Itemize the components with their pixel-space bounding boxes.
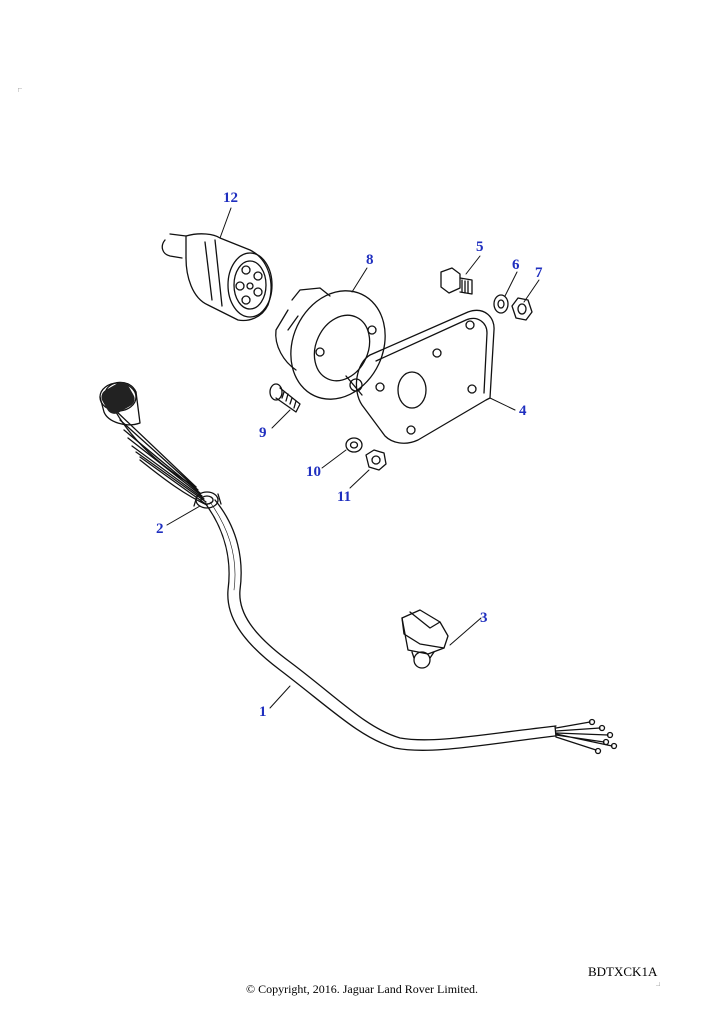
mounting-plate xyxy=(355,309,495,444)
corner-mark-bottom-right xyxy=(656,982,660,986)
callout-1[interactable]: 1 xyxy=(259,704,267,720)
nut xyxy=(511,297,533,321)
small-nut xyxy=(365,449,387,471)
copyright-notice: © Copyright, 2016. Jaguar Land Rover Lim… xyxy=(245,982,479,996)
corner-mark-top-left xyxy=(18,88,22,92)
small-washer xyxy=(345,437,363,453)
leader-lines xyxy=(166,207,540,709)
callout-10[interactable]: 10 xyxy=(306,464,321,480)
socket-connector xyxy=(161,233,273,322)
callout-8[interactable]: 8 xyxy=(366,252,374,268)
callout-12[interactable]: 12 xyxy=(223,190,238,206)
callout-2[interactable]: 2 xyxy=(156,521,164,537)
cable-clip xyxy=(401,609,449,669)
callout-5[interactable]: 5 xyxy=(476,239,484,255)
grommet xyxy=(193,491,222,509)
wiring-harness xyxy=(99,381,618,755)
callout-11[interactable]: 11 xyxy=(337,489,352,505)
callout-3[interactable]: 3 xyxy=(480,610,488,626)
bolt xyxy=(440,267,473,295)
socket-housing xyxy=(275,287,386,400)
callout-6[interactable]: 6 xyxy=(512,257,520,273)
washer xyxy=(493,294,509,314)
callout-4[interactable]: 4 xyxy=(519,403,527,419)
callout-9[interactable]: 9 xyxy=(259,425,267,441)
screw xyxy=(269,383,301,413)
diagram-code: BDTXCK1A xyxy=(588,964,658,979)
callout-7[interactable]: 7 xyxy=(535,265,543,281)
